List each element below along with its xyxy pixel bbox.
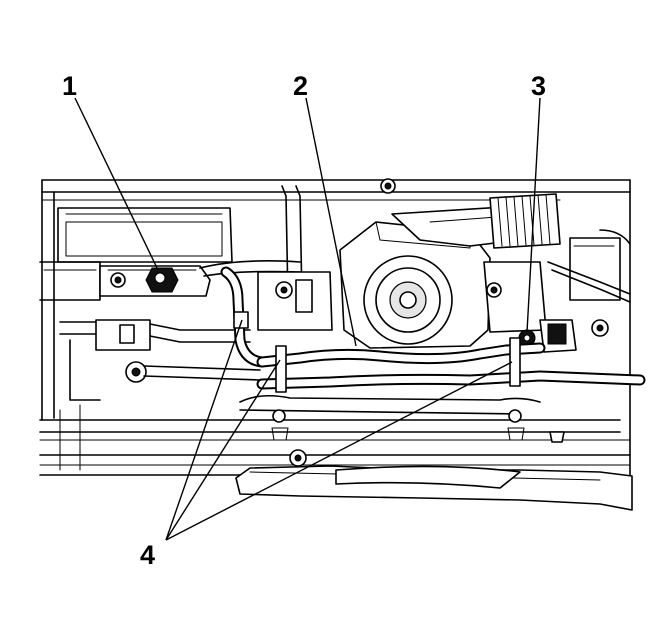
leader-lines xyxy=(74,97,541,541)
leader-4a xyxy=(165,319,243,541)
leader-4c xyxy=(165,361,513,541)
lower-cowl xyxy=(235,394,633,511)
hose-clip-left xyxy=(275,345,287,393)
ground-strap-bolt xyxy=(99,265,211,297)
leader-1 xyxy=(74,97,159,271)
callout-4: 4 xyxy=(140,540,155,570)
leader-2 xyxy=(305,97,357,347)
callout-3: 3 xyxy=(531,71,546,101)
cowl-frame xyxy=(39,179,631,501)
blower-motor-housing xyxy=(339,205,521,349)
hose-clip-right xyxy=(509,337,521,387)
corrugated-duct xyxy=(489,193,561,249)
callout-1: 1 xyxy=(62,71,77,101)
ground-bolt-right xyxy=(518,319,577,353)
leader-3 xyxy=(526,97,541,333)
callout-2: 2 xyxy=(293,71,308,101)
main-harness-hose xyxy=(233,311,646,393)
callout-labels: 1 2 3 4 xyxy=(62,71,546,570)
center-bracket xyxy=(257,178,396,331)
leader-4b xyxy=(165,359,281,541)
